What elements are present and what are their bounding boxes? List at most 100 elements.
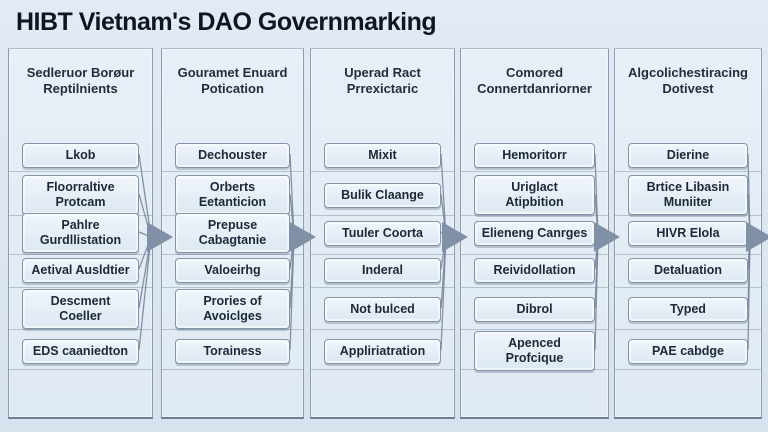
separator-line — [162, 254, 303, 255]
column-header-line: Comored — [505, 65, 564, 80]
separator-line — [615, 215, 761, 216]
row-slot: Appliriatration — [324, 333, 441, 369]
column-header-line: Potication — [201, 81, 264, 97]
separator-line — [162, 287, 303, 288]
flow-box: Descment Coeller — [22, 289, 139, 329]
flow-box: Hemoritorr — [474, 142, 595, 168]
row-slot: Uriglact Atipbition — [474, 175, 595, 215]
row-slot: Pahlre Gurdllistation — [22, 212, 139, 254]
separator-line — [9, 254, 152, 255]
separator-line — [162, 369, 303, 370]
separator-line — [311, 329, 454, 330]
column-header-line: Connertdanriorner — [477, 81, 592, 97]
flow-box: Pahlre Gurdllistation — [22, 213, 139, 253]
column-header-line: Uperad Ract — [344, 65, 421, 80]
row-slot: Brtice Libasin Muniiter — [628, 175, 748, 215]
flow-box: Dibrol — [474, 296, 595, 322]
flow-box: Torainess — [175, 338, 290, 364]
flow-box: Typed — [628, 296, 748, 322]
separator-line — [461, 329, 608, 330]
row-slot: Apenced Profcique — [474, 331, 595, 371]
row-slot: Dechouster — [175, 139, 290, 171]
separator-line — [9, 369, 152, 370]
row-slot: Reividollation — [474, 253, 595, 287]
row-slot: Torainess — [175, 333, 290, 369]
row-slot: EDS caaniedton — [22, 333, 139, 369]
row-slot: Valoeirhg — [175, 253, 290, 287]
flow-box: Valoeirhg — [175, 257, 290, 283]
flow-box: Apenced Profcique — [474, 331, 595, 371]
separator-line — [9, 171, 152, 172]
separator-line — [615, 287, 761, 288]
separator-line — [461, 171, 608, 172]
row-slot: Orberts Eetanticion — [175, 175, 290, 215]
row-slot: Dibrol — [474, 289, 595, 329]
row-slot: PAE cabdge — [628, 333, 748, 369]
row-slot: Prepuse Cabagtanie — [175, 212, 290, 254]
row-slot: Elieneng Canrges — [474, 212, 595, 254]
separator-line — [615, 171, 761, 172]
flow-box: Orberts Eetanticion — [175, 175, 290, 215]
flow-box: Dierine — [628, 142, 748, 168]
flow-box: HIVR Elola — [628, 220, 748, 246]
flow-box: Aetival Ausldtier — [22, 257, 139, 283]
row-slot: Detaluation — [628, 253, 748, 287]
flow-box: PAE cabdge — [628, 338, 748, 364]
separator-line — [162, 329, 303, 330]
column-header-line: Dotivest — [662, 81, 714, 97]
flow-box: Tuuler Coorta — [324, 220, 441, 246]
separator-line — [615, 369, 761, 370]
flow-box: Prories of Avoiclges — [175, 289, 290, 329]
flow-box: Bulik Claange — [324, 182, 441, 208]
flow-box: Dechouster — [175, 142, 290, 168]
diagram-title: HIBT Vietnam's DAO Governmarking — [16, 8, 437, 36]
flow-box: Prepuse Cabagtanie — [175, 213, 290, 253]
column-header-line: Prrexictaric — [346, 81, 419, 97]
row-slot: Tuuler Coorta — [324, 212, 441, 254]
flow-box: Not bulced — [324, 296, 441, 322]
row-slot: Prories of Avoiclges — [175, 289, 290, 329]
flow-box: Elieneng Canrges — [474, 220, 595, 246]
row-slot: Bulik Claange — [324, 175, 441, 215]
flow-box: Lkob — [22, 142, 139, 168]
flow-box: Mixit — [324, 142, 441, 168]
row-slot: Mixit — [324, 139, 441, 171]
separator-line — [311, 287, 454, 288]
row-slot: Typed — [628, 289, 748, 329]
separator-line — [9, 329, 152, 330]
row-slot: Aetival Ausldtier — [22, 253, 139, 287]
separator-line — [9, 287, 152, 288]
flow-box: Appliriatration — [324, 338, 441, 364]
separator-line — [311, 215, 454, 216]
separator-line — [311, 171, 454, 172]
flow-box: Brtice Libasin Muniiter — [628, 175, 748, 215]
row-slot: Descment Coeller — [22, 289, 139, 329]
flow-box: Uriglact Atipbition — [474, 175, 595, 215]
flow-box: EDS caaniedton — [22, 338, 139, 364]
separator-line — [615, 329, 761, 330]
row-slot: Inderal — [324, 253, 441, 287]
separator-line — [461, 215, 608, 216]
flow-box: Reividollation — [474, 257, 595, 283]
flow-box: Detaluation — [628, 257, 748, 283]
separator-line — [311, 369, 454, 370]
flow-box: Floorraltive Protcam — [22, 175, 139, 215]
separator-line — [461, 254, 608, 255]
flow-box: Inderal — [324, 257, 441, 283]
column-header-line: Reptilnients — [43, 81, 118, 97]
column-header-line: Gouramet Enuard — [177, 65, 288, 80]
separator-line — [162, 171, 303, 172]
row-slot: Floorraltive Protcam — [22, 175, 139, 215]
row-slot: Lkob — [22, 139, 139, 171]
row-slot: Hemoritorr — [474, 139, 595, 171]
row-slot: Not bulced — [324, 289, 441, 329]
